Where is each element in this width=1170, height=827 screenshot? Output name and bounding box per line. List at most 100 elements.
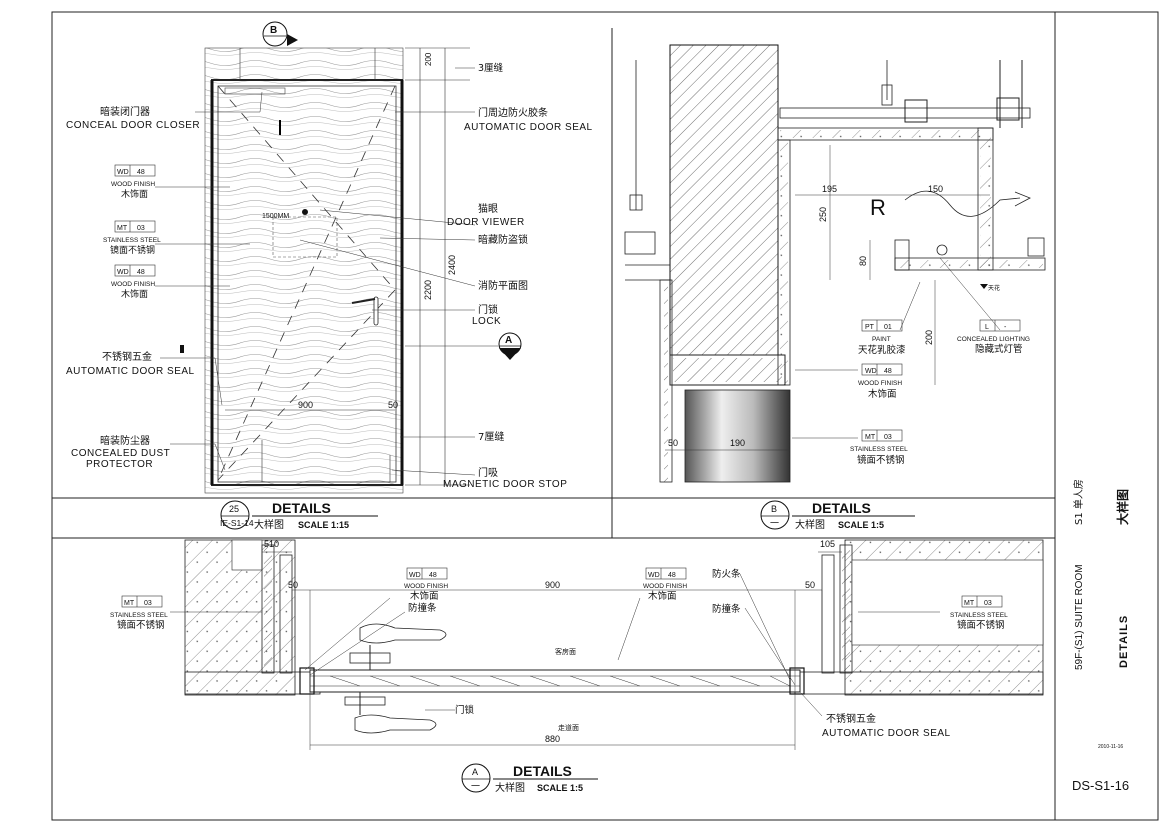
section-a-marker: A [505,335,512,346]
detail-a-labels: 防撞条 防火条 防撞条 门锁 不锈钢五金 AUTOMATIC DOOR SEAL [408,568,951,739]
svg-text:WD: WD [117,169,129,176]
detail-a-scale: SCALE 1:5 [537,783,583,793]
ceiling-level-mark: 天花 [988,284,1000,292]
svg-text:镜面不锈钢: 镜面不锈钢 [110,244,155,256]
tag-wd48-a-right: WD 48 WOOD FINISH 木饰面 [643,567,687,602]
dim-b-150: 150 [928,184,943,194]
svg-text:03: 03 [144,600,152,607]
detail-a-plan-section [184,539,1044,734]
svg-text:MT: MT [117,225,128,232]
detail-a-sub-cn: 大样图 [495,781,525,794]
label-conceal-door-closer-en: CONCEAL DOOR CLOSER [66,120,200,131]
dim-a-opening: 900 [545,580,560,590]
svg-text:木饰面: 木饰面 [648,590,677,602]
label-door-seal-en: AUTOMATIC DOOR SEAL [464,122,593,133]
dim-b-50: 50 [668,438,678,448]
sheet-border [51,11,1159,821]
label-7mm-gap: 7厘缝 [478,430,504,443]
tag-wd48-a-left: WD 48 WOOD FINISH 木饰面 [404,567,448,602]
tag-wd48-b: WD 48 WOOD FINISH 木饰面 [111,264,155,300]
svg-text:镜面不锈钢: 镜面不锈钢 [957,619,1005,631]
detail-b-tags: PT 01 PAINT 天花乳胶漆 L - CONCEALED LIGHTING… [850,319,1030,466]
label-hardware-a-en: AUTOMATIC DOOR SEAL [822,728,951,739]
drawing-number: DS-S1-16 [1072,778,1129,793]
detail-a-bubble-ref: 一 [471,782,480,792]
svg-text:WOOD FINISH: WOOD FINISH [858,380,902,387]
detail-b-ceiling-section: R 天花 [624,44,1046,483]
label-concealed-lock: 暗藏防盗锁 [478,233,528,246]
svg-text:03: 03 [884,434,892,441]
dim-a-side-left: 50 [288,580,298,590]
svg-text:L: L [985,324,989,331]
svg-text:WD: WD [409,572,421,579]
label-door-stop-en: MAGNETIC DOOR STOP [443,479,567,490]
svg-text:木饰面: 木饰面 [410,590,439,602]
detail-a-heading: DETAILS [513,763,572,779]
detail-25-scale: SCALE 1:15 [298,520,349,530]
svg-text:STAINLESS STEEL: STAINLESS STEEL [103,237,161,244]
svg-text:WOOD FINISH: WOOD FINISH [111,281,155,288]
label-door-seal-cn: 门周边防火胶条 [478,106,548,119]
label-hardware-cn: 不锈钢五金 [102,350,152,363]
detail-b-heading: DETAILS [812,500,871,516]
detail-25-door-elevation: 200 2400 2200 900 50 1500MM B A [180,21,522,494]
svg-text:MT: MT [964,600,975,607]
detail-25-title: 25 IE-S1-14 DETAILS 大样图 SCALE 1:15 [220,500,378,531]
tag-l-lighting: L - CONCEALED LIGHTING 隐藏式灯管 [957,319,1030,355]
svg-text:天花乳胶漆: 天花乳胶漆 [858,344,906,356]
label-lock-a: 门锁 [455,704,475,716]
detail-25-right-labels: 3厘缝 门周边防火胶条 AUTOMATIC DOOR SEAL 猫眼 DOOR … [443,62,593,490]
svg-text:01: 01 [884,324,892,331]
svg-text:CONCEALED LIGHTING: CONCEALED LIGHTING [957,336,1030,343]
svg-text:WOOD FINISH: WOOD FINISH [643,583,687,590]
detail-b-scale: SCALE 1:5 [838,520,884,530]
svg-text:镜面不锈钢: 镜面不锈钢 [117,619,165,631]
svg-text:48: 48 [137,269,145,276]
svg-text:03: 03 [984,600,992,607]
dim-a-left: 510 [264,539,279,549]
svg-text:MT: MT [865,434,876,441]
tag-pt01: PT 01 PAINT 天花乳胶漆 [858,319,906,356]
tag-mt03-a-left: MT 03 STAINLESS STEEL 镜面不锈钢 [110,595,168,631]
title-sheet-cn: 大样图 [1115,489,1130,525]
svg-text:WD: WD [648,572,660,579]
svg-text:WOOD FINISH: WOOD FINISH [111,181,155,188]
dim-width: 900 [298,400,313,410]
corridor-side-label: 走道面 [558,723,579,732]
label-conceal-door-closer-cn: 暗装闭门器 [100,105,150,118]
svg-text:48: 48 [429,572,437,579]
title-sheet-en: DETAILS [1118,615,1130,668]
label-dust-protector-en: CONCEALED DUST [71,448,170,459]
svg-text:WD: WD [865,368,877,375]
svg-text:48: 48 [668,572,676,579]
dim-height: 2400 [447,255,457,275]
title-date: 2010-11-16 [1098,744,1123,750]
detail-25-sub-cn: 大样图 [254,518,284,531]
label-door-viewer-en: DOOR VIEWER [447,217,525,228]
detail-25-tags: WD 48 WOOD FINISH 木饰面 MT 03 STAINLESS ST… [103,164,161,300]
tag-wd48-b-detail: WD 48 WOOD FINISH 木饰面 [858,363,902,400]
room-side-label: 客房面 [555,647,576,656]
svg-text:48: 48 [884,368,892,375]
dim-b-80: 80 [858,256,868,266]
label-fire-plan: 消防平面图 [478,279,528,292]
detail-a-tags: MT 03 STAINLESS STEEL 镜面不锈钢 WD 48 WOOD F… [110,567,1008,631]
svg-text:WOOD FINISH: WOOD FINISH [404,583,448,590]
dim-door-height: 2200 [423,280,433,300]
viewer-height-mark: 1500MM [262,213,289,220]
label-hardware-en: AUTOMATIC DOOR SEAL [66,366,195,377]
dim-a-side-right: 50 [805,580,815,590]
svg-text:STAINLESS STEEL: STAINLESS STEEL [850,446,908,453]
label-dust-protector-en2: PROTECTOR [86,459,153,470]
detail-b-bubble-ref: 一 [770,519,779,529]
section-b-marker: B [270,25,277,36]
label-dust-protector-cn: 暗装防尘器 [100,434,150,447]
svg-text:48: 48 [137,169,145,176]
detail-a-title: A 一 DETAILS 大样图 SCALE 1:5 [461,763,598,794]
label-3mm-gap: 3厘缝 [478,62,504,74]
detail-25-heading: DETAILS [272,500,331,516]
tag-mt03-a-right: MT 03 STAINLESS STEEL 镜面不锈钢 [950,595,1008,631]
label-bumper-left: 防撞条 [408,602,437,614]
svg-text:PAINT: PAINT [872,336,891,343]
